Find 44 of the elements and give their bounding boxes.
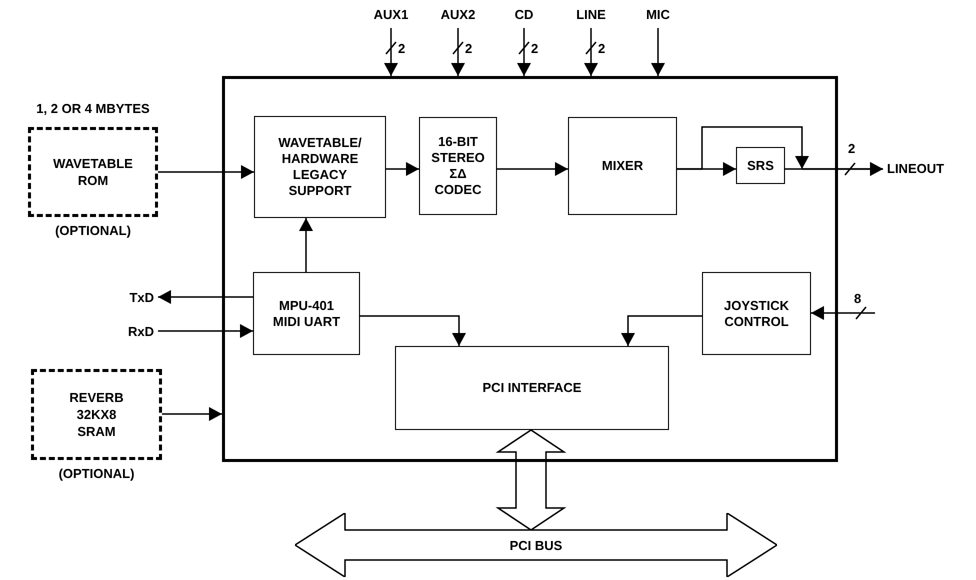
edge-label: 8 [853,292,862,306]
arrow [162,407,222,421]
arrow [158,165,254,179]
bus-label: PCI BUS [510,538,562,552]
signal-label: TxD [116,289,154,305]
arrow [158,324,253,338]
arrow [360,315,466,346]
block-box: SRS [736,147,785,184]
arrow [651,28,665,76]
arrow [621,315,702,346]
signal-label: AUX2 [433,6,483,24]
edge-label: 2 [597,42,606,56]
arrow [386,162,419,176]
bus-double-arrow [496,429,566,531]
signal-label: RxD [116,323,154,339]
edge-label: 2 [530,42,540,56]
edge-label: 2 [397,42,406,56]
edge-label: 2 [847,142,856,156]
block-box: MPU-401 MIDI UART [253,272,360,355]
arrow [299,218,313,272]
arrow [517,28,531,76]
arrow [497,162,568,176]
memory-size-label: 1, 2 OR 4 MBYTES [35,101,151,116]
dashed-box: REVERB 32KX8 SRAM [31,369,162,460]
arrow [451,28,465,76]
arrow [811,306,875,320]
arrow [584,28,598,76]
note-label: (OPTIONAL) [58,466,136,481]
signal-label: LINEOUT [887,160,967,178]
dashed-box: WAVETABLE ROM [28,127,158,217]
block-box: 16-BIT STEREO ΣΔ CODEC [419,117,497,215]
chip-outline [222,76,838,462]
signal-label: AUX1 [366,6,416,24]
block-box: WAVETABLE/ HARDWARE LEGACY SUPPORT [254,116,386,218]
block-box: JOYSTICK CONTROL [702,272,811,355]
arrow [384,28,398,76]
note-label: (OPTIONAL) [54,223,132,238]
edge-label: 2 [464,42,474,56]
arrow [158,290,253,304]
block-box: MIXER [568,117,677,215]
block-box: PCI INTERFACE [395,346,669,430]
signal-label: MIC [633,6,683,24]
signal-label: CD [499,6,549,24]
signal-label: LINE [566,6,616,24]
